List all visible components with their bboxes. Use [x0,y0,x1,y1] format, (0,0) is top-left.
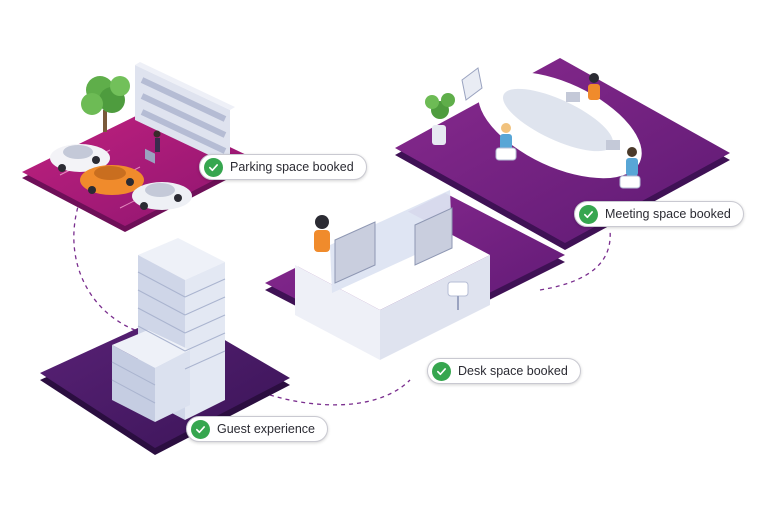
desk-status-label: Desk space booked [458,364,568,378]
check-circle-icon [579,204,598,224]
desk-status-pill: Desk space booked [427,358,581,384]
parking-platform [22,62,255,232]
check-circle-icon [191,419,210,439]
meeting-status-pill: Meeting space booked [574,201,744,227]
guest-platform [40,238,290,455]
meeting-status-label: Meeting space booked [605,207,731,221]
connector-path [73,199,611,406]
desk-platform [265,190,565,360]
guest-status-pill: Guest experience [186,416,328,442]
check-circle-icon [432,361,451,381]
guest-status-label: Guest experience [217,422,315,436]
parking-status-pill: Parking space booked [199,154,367,180]
parking-status-label: Parking space booked [230,160,354,174]
check-circle-icon [204,157,223,177]
